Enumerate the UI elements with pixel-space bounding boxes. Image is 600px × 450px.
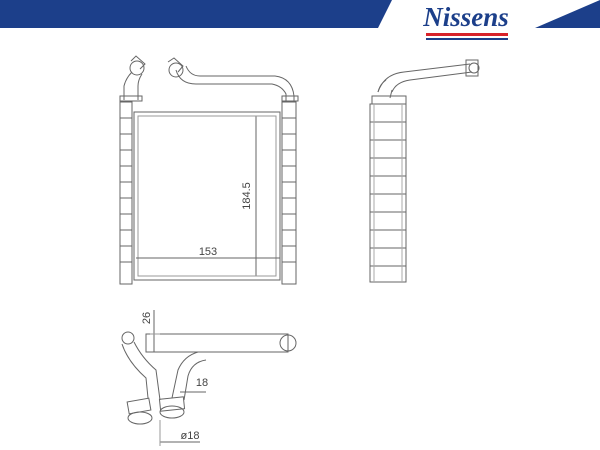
front-left-pipe xyxy=(123,71,143,100)
side-ribs xyxy=(370,104,406,282)
side-pipe-end xyxy=(468,62,480,74)
top-view xyxy=(121,310,297,446)
depth-dimension-label: 26 xyxy=(141,312,153,324)
top-core xyxy=(145,333,289,353)
front-left-pipe-end xyxy=(129,60,145,76)
diameter-dimension-label: ø18 xyxy=(181,430,200,442)
nissens-logo: Nissens xyxy=(422,2,509,40)
side-top-ring xyxy=(371,95,407,105)
header-left-stripe xyxy=(0,0,392,28)
side-view xyxy=(369,59,480,283)
side-pipe xyxy=(377,63,473,93)
logo-underline-blue xyxy=(426,38,508,40)
logo-text: Nissens xyxy=(422,2,509,32)
front-left-tank xyxy=(119,101,133,285)
front-core xyxy=(133,111,281,281)
logo-underline-red xyxy=(426,33,508,36)
front-tank-ribs xyxy=(120,117,296,263)
top-right-pipe xyxy=(171,351,207,401)
width-dimension-label: 153 xyxy=(199,246,217,258)
front-view xyxy=(119,55,299,285)
header-right-triangle xyxy=(535,0,600,28)
top-left-pipe xyxy=(121,341,161,401)
side-body xyxy=(369,103,407,283)
front-right-pipe-end xyxy=(168,62,184,78)
front-right-pipe xyxy=(175,65,295,102)
height-dimension-label: 184.5 xyxy=(241,182,253,210)
spacing-dimension-label: 18 xyxy=(196,377,208,389)
front-right-tank xyxy=(281,101,297,285)
header-band xyxy=(0,0,600,28)
